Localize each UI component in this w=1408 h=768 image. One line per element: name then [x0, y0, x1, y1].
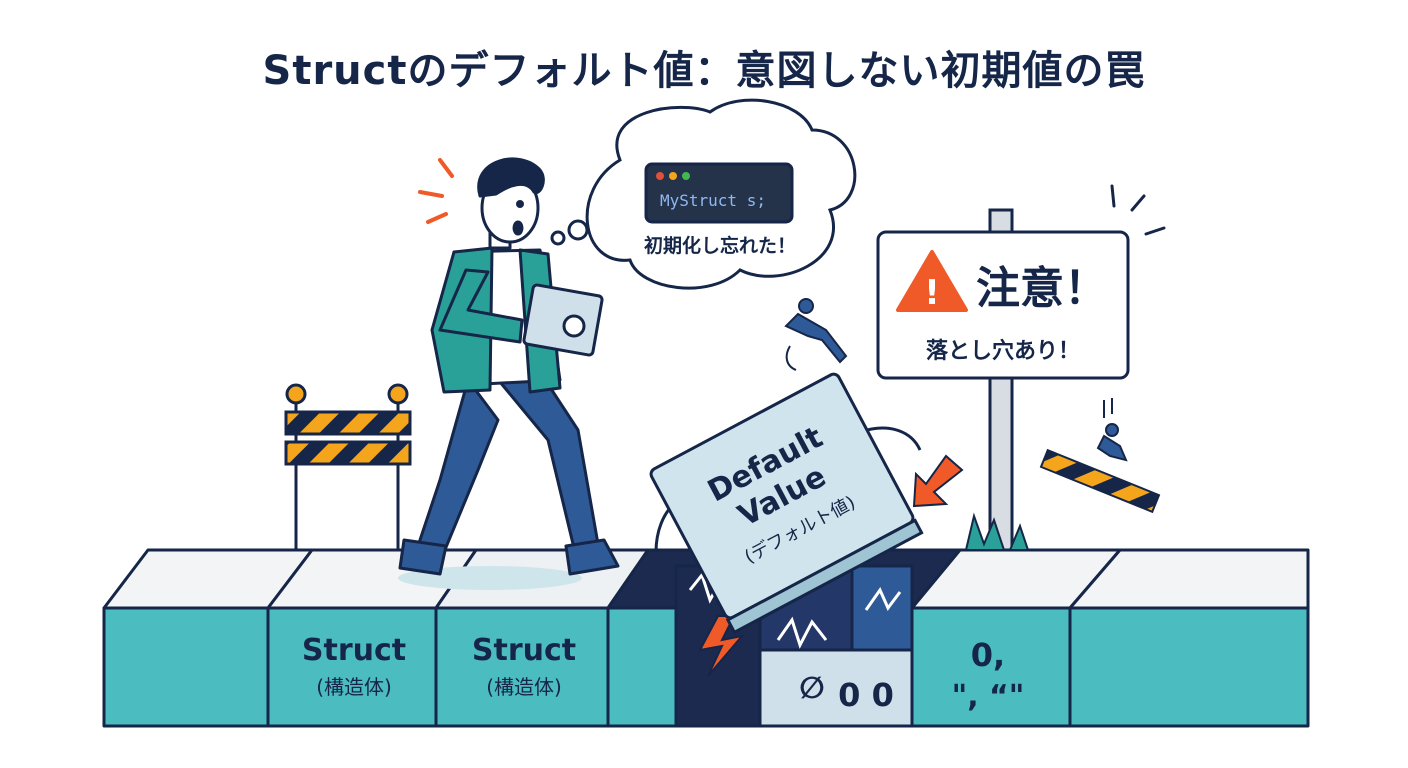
sign-heading: 注意！: [976, 263, 1108, 314]
default-values-line2: ", “": [952, 679, 1025, 714]
null-symbol: ∅: [799, 671, 825, 706]
surprise-lines: [418, 158, 454, 224]
thought-caption: 初期化し忘れた！: [644, 234, 796, 257]
ground-blocks: [102, 548, 1310, 728]
pit-zeros: 0 0: [838, 676, 894, 714]
struct-block-label-2: Struct: [472, 633, 576, 668]
sign-emphasis-lines: [1110, 184, 1166, 236]
struct-block-sublabel-1: (構造体): [316, 675, 392, 699]
developer-character: [398, 157, 620, 590]
grass-tuft: [964, 512, 1030, 551]
hazard-tape: [1039, 448, 1161, 514]
sign-subtext: 落とし穴あり！: [926, 338, 1080, 364]
thought-bubble: [550, 98, 857, 290]
warning-icon: [896, 250, 968, 312]
struct-block-sublabel-2: (構造体): [486, 675, 562, 699]
barricade: [284, 383, 412, 550]
default-values-line1: 0,: [971, 636, 1005, 674]
page-title: Structのデフォルト値：意図しない初期値の罠: [262, 48, 1146, 94]
code-snippet: MyStruct s;: [660, 191, 766, 210]
falling-person-icon: [784, 298, 848, 371]
falling-person-small-icon: [1096, 398, 1128, 462]
warning-icon-mark: !: [924, 273, 940, 313]
pointing-arrow-icon: [912, 454, 964, 508]
trapdoor-panel: Default Value (デフォルト値): [649, 372, 924, 635]
struct-block-label-1: Struct: [302, 633, 406, 668]
